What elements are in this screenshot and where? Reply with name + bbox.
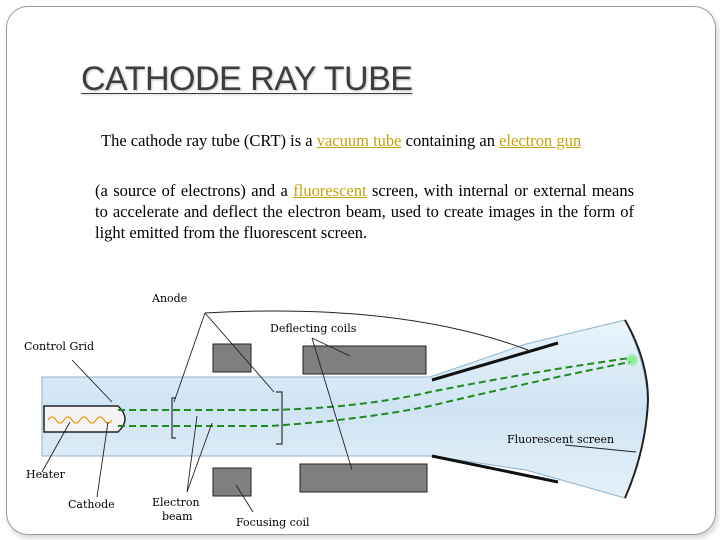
tube-flare-top <box>431 341 559 382</box>
heater-wave <box>47 416 113 424</box>
paragraph-description: (a source of electrons) and a fluorescen… <box>95 180 634 243</box>
label-fluorescent-screen: Fluorescent screen <box>507 433 614 446</box>
label-focusing-coil: Focusing coil <box>236 516 310 529</box>
fluorescent-link[interactable]: fluorescent <box>293 181 367 200</box>
cathode-shape <box>43 405 126 433</box>
slide-title: CATHODE RAY TUBE <box>81 60 413 98</box>
label-electron: Electron <box>152 496 200 509</box>
paragraph-description-text-2: screen, with internal or external means … <box>95 181 634 242</box>
anode-bracket-right <box>276 391 283 445</box>
vacuum-tube-link[interactable]: vacuum tube <box>316 131 402 150</box>
paragraph-intro-text-1: The cathode ray tube (CRT) is a <box>101 131 317 150</box>
electron-beam-lower <box>118 361 631 427</box>
label-deflecting-coils: Deflecting coils <box>270 322 357 335</box>
paragraph-intro-text-2: containing an <box>401 131 500 150</box>
paragraph-intro: The cathode ray tube (CRT) is a vacuum t… <box>95 130 634 151</box>
label-heater: Heater <box>26 468 66 481</box>
focusing-coil-top <box>212 343 252 373</box>
focusing-coil-bottom <box>212 467 252 497</box>
screen-spot <box>625 353 639 367</box>
fluorescent-screen <box>624 319 650 499</box>
label-control-grid: Control Grid <box>24 340 94 353</box>
tube-flare-bottom <box>431 454 559 484</box>
anode-top-curve <box>204 310 529 351</box>
label-beam: beam <box>162 510 193 523</box>
pointer-lines <box>41 312 637 513</box>
deflecting-coil-bottom <box>299 463 428 493</box>
paragraph-description-text-1: (a source of electrons) and a <box>95 181 294 200</box>
electron-beam-upper <box>118 357 631 411</box>
crt-diagram: Anode Deflecting coils Control Grid Fluo… <box>24 292 650 529</box>
electron-gun-link[interactable]: electron gun <box>499 131 582 150</box>
control-grid-bracket-left <box>171 397 176 439</box>
label-cathode: Cathode <box>68 498 115 511</box>
label-anode: Anode <box>151 292 187 305</box>
deflecting-coil-top <box>302 345 427 375</box>
